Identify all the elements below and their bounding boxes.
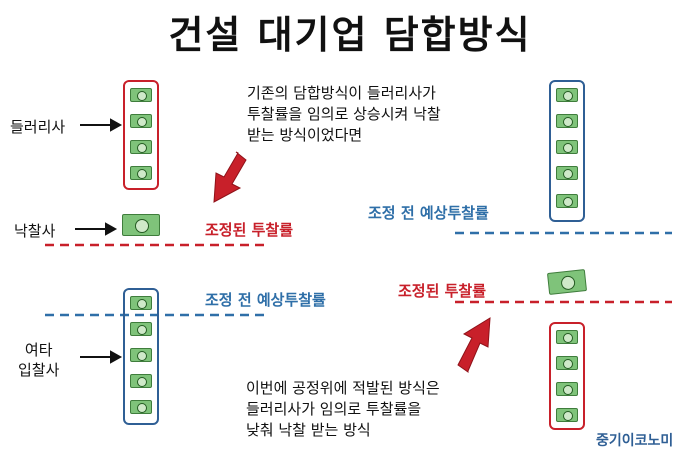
note-new-method: 이번에 공정위에 적발된 방식은 들러리사가 임의로 투찰률을 낮춰 낙찰 받는…	[246, 378, 440, 441]
label-yeota-line2: 입찰사	[18, 361, 60, 379]
note-new-line1: 이번에 공정위에 적발된 방식은	[246, 379, 440, 397]
label-nakchalsa: 낙찰사	[14, 222, 56, 240]
brand-logo-text: 중기이코노미	[596, 433, 674, 449]
bill-icon	[130, 114, 152, 128]
left-expected-rate-label: 조정 전 예상투찰률	[205, 291, 326, 309]
yeota-bill-stack	[123, 288, 159, 425]
note-new-line2: 들러리사가 임의로 투찰률을	[246, 400, 422, 418]
bill-icon	[130, 322, 152, 336]
right-winner-bill-icon	[546, 269, 588, 295]
bill-icon	[556, 194, 578, 208]
bill-icon	[556, 382, 578, 396]
label-deulreorisa: 들러리사	[10, 118, 66, 136]
nakchalsa-bill-icon	[122, 214, 160, 236]
pointer-arrow-yeota	[80, 350, 123, 364]
label-yeota-line1: 여타	[24, 341, 53, 359]
right-blue-bill-stack	[549, 80, 585, 222]
note-old-method: 기존의 담합방식이 들러리사가 투찰률을 임의로 상승시켜 낙찰 받는 방식이었…	[247, 83, 441, 146]
bill-icon	[556, 114, 578, 128]
bill-icon	[130, 374, 152, 388]
pointer-arrow-nakchalsa	[75, 222, 118, 236]
right-adjusted-rate-label: 조정된 투찰률	[398, 282, 487, 300]
bill-icon	[556, 330, 578, 344]
bill-icon	[130, 166, 152, 180]
bill-icon	[130, 400, 152, 414]
note-old-line1: 기존의 담합방식이 들러리사가	[247, 84, 436, 102]
red-arrow-down	[213, 151, 247, 203]
red-arrow-up	[457, 317, 491, 373]
bill-icon	[130, 296, 152, 310]
bill-icon	[130, 348, 152, 362]
bill-icon	[130, 88, 152, 102]
note-old-line2: 투찰률을 임의로 상승시켜 낙찰	[247, 105, 441, 123]
bill-icon	[556, 88, 578, 102]
right-red-bill-stack	[549, 322, 585, 430]
bill-icon	[556, 166, 578, 180]
bill-icon	[556, 408, 578, 422]
pointer-arrow-deulreorisa	[80, 118, 123, 132]
left-adjusted-rate-label: 조정된 투찰률	[205, 221, 294, 239]
bill-icon	[130, 140, 152, 154]
bill-icon	[556, 356, 578, 370]
deulreorisa-bill-stack	[123, 80, 159, 190]
label-yeota: 여타 입찰사	[18, 340, 59, 380]
right-expected-rate-label: 조정 전 예상투찰률	[368, 204, 489, 222]
note-new-line3: 낮춰 낙찰 받는 방식	[246, 421, 371, 439]
bill-icon	[556, 140, 578, 154]
page-title: 건설 대기업 담합방식	[168, 13, 532, 57]
note-old-line3: 받는 방식이었다면	[247, 126, 363, 144]
